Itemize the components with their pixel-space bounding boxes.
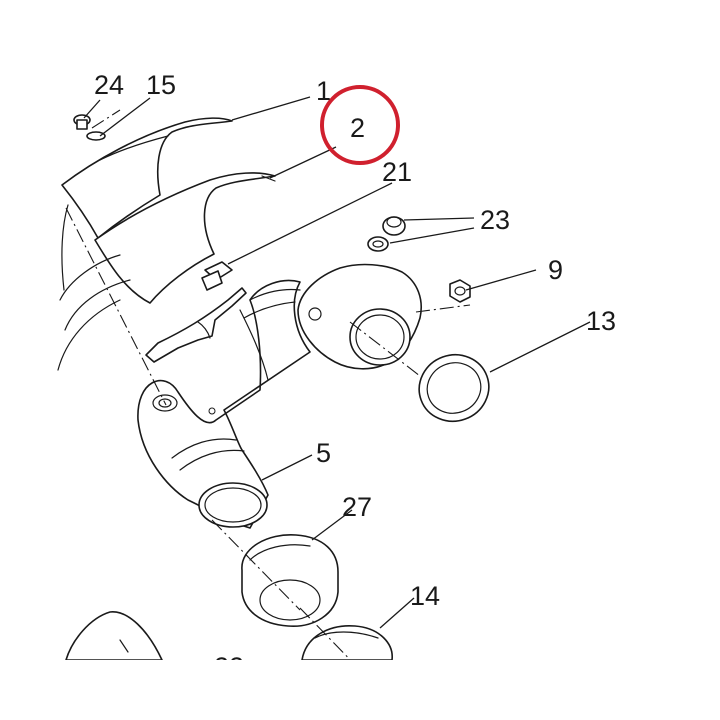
heat-shield-part-2[interactable]: [57, 172, 276, 371]
lower-left-bracket[interactable]: [65, 611, 163, 661]
exhaust-flange[interactable]: [297, 263, 422, 370]
callout-9[interactable]: 9: [548, 255, 563, 285]
callout-14[interactable]: 14: [410, 581, 440, 611]
washer-part-23[interactable]: [367, 236, 389, 252]
callout-24[interactable]: 24: [94, 70, 124, 100]
sleeve-part-27[interactable]: [241, 534, 339, 627]
callout-22[interactable]: 22: [214, 652, 244, 682]
exhaust-pipe-part-5[interactable]: [137, 279, 311, 529]
callout-5[interactable]: 5: [316, 438, 331, 468]
callout-23[interactable]: 23: [480, 205, 510, 235]
bottom-crop-mask: [0, 660, 720, 720]
bracket-part-21[interactable]: [145, 261, 247, 363]
callout-2[interactable]: 2: [350, 113, 365, 143]
leader-lines: [83, 96, 591, 629]
muffler-part-14[interactable]: [301, 625, 393, 661]
callout-1[interactable]: 1: [316, 76, 331, 106]
highlight-ring: [320, 85, 400, 165]
callout-15[interactable]: 15: [146, 70, 176, 100]
washer-part-15[interactable]: [86, 131, 106, 141]
callout-21[interactable]: 21: [382, 157, 412, 187]
nut-part-9[interactable]: [449, 279, 471, 303]
gasket-part-13[interactable]: [410, 345, 498, 431]
nut-part-23[interactable]: [382, 216, 406, 236]
callout-27[interactable]: 27: [342, 492, 372, 522]
callout-13[interactable]: 13: [586, 306, 616, 336]
bolt-part-24[interactable]: [73, 114, 91, 130]
